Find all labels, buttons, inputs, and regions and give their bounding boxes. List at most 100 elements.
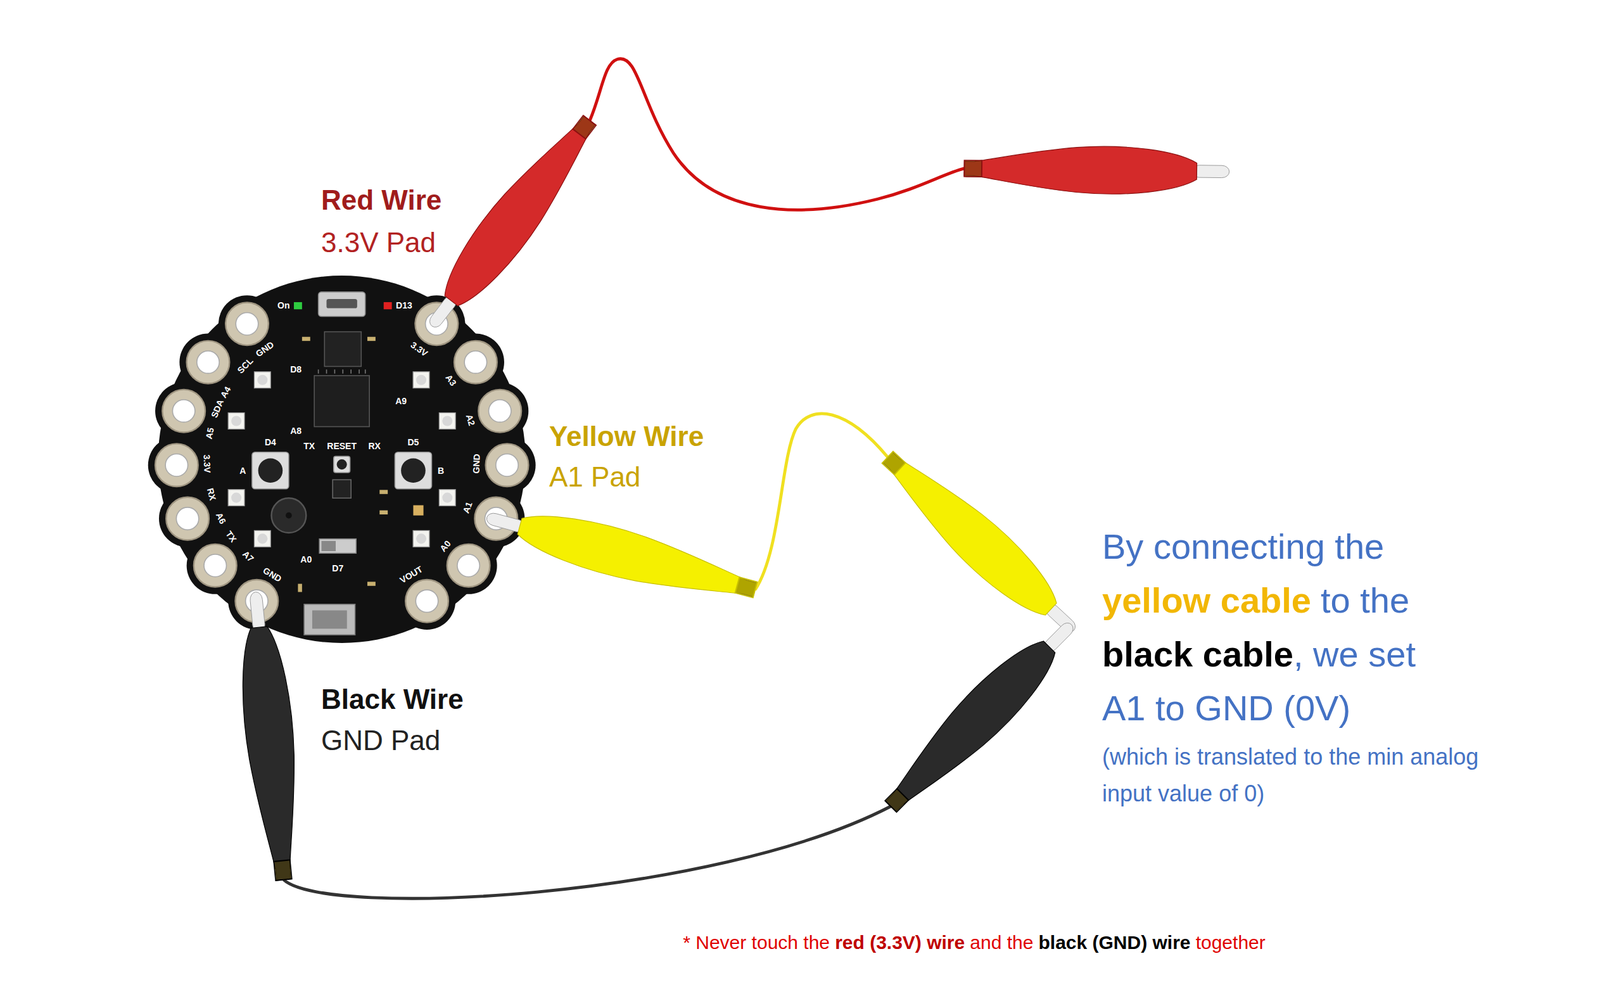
- pin-label-box: A9: [395, 396, 407, 406]
- label-box: 3.3V Pad: [321, 226, 436, 260]
- black-clip: [231, 589, 308, 882]
- pin-label: 3.3V: [409, 340, 430, 358]
- black-clip: [874, 607, 1089, 823]
- pin-label-box: A8: [290, 426, 302, 436]
- pin-label: D13: [395, 300, 413, 310]
- pin-label-box: RX: [368, 441, 381, 451]
- yellow-clip: [871, 439, 1091, 648]
- pin-label: A7: [241, 549, 256, 564]
- pin-label-box: GND: [261, 565, 284, 584]
- pin-label: A9: [395, 396, 407, 406]
- pin-label: D4: [264, 437, 277, 447]
- warning-text: and the: [969, 931, 1034, 954]
- red-clip: [964, 144, 1230, 196]
- pin-label: A5: [203, 426, 215, 440]
- pin-label-box: D8: [290, 364, 302, 374]
- callout-text: By connecting the: [1102, 519, 1385, 574]
- callout-text: A1 to GND (0V): [1102, 680, 1351, 735]
- pin-label: A6: [214, 511, 227, 526]
- callout-line: By connecting the: [1102, 519, 1385, 574]
- label-box: Black Wire: [321, 682, 464, 717]
- pin-label: A1: [461, 500, 474, 515]
- black-wire: [283, 806, 892, 899]
- callout-line: black cable, we set: [1102, 627, 1416, 681]
- pin-label: GND: [253, 339, 276, 358]
- pin-label-box: D13: [395, 300, 413, 310]
- pin-label: SCL: [235, 355, 255, 375]
- pin-label: A2: [464, 412, 477, 427]
- warning-text: together: [1195, 931, 1266, 954]
- callout-text: to the: [1320, 573, 1410, 628]
- pin-label: RESET: [326, 441, 357, 451]
- pin-label-box: A0: [437, 538, 452, 553]
- pin-label: A: [239, 466, 246, 476]
- pad-name: 3.3V Pad: [321, 226, 436, 260]
- pin-label: TX: [224, 529, 239, 545]
- pin-label-box: RX: [205, 487, 218, 502]
- warning-text: red (3.3V) wire: [834, 931, 965, 954]
- callout-text: , we set: [1293, 627, 1416, 681]
- pin-label-box: VOUT: [398, 564, 425, 585]
- pin-label-box: A7: [241, 549, 256, 564]
- wire-name: Yellow Wire: [549, 419, 704, 454]
- pin-label-box: B: [437, 466, 445, 476]
- pin-label-box: GND: [253, 339, 276, 358]
- pin-label-box: D5: [407, 437, 419, 447]
- pin-label: A3: [444, 373, 458, 388]
- pin-label: TX: [303, 441, 315, 451]
- yellow-clip: [480, 494, 762, 614]
- red-clip: [412, 105, 609, 341]
- pin-label: VOUT: [398, 564, 425, 585]
- pin-label: D7: [331, 563, 344, 573]
- pin-label: GND: [471, 454, 482, 475]
- pin-label-box: GND: [471, 454, 482, 475]
- pin-label: D8: [290, 364, 302, 374]
- pin-label: A4: [218, 384, 232, 400]
- pin-label: 3.3V: [202, 454, 213, 474]
- pin-label-box: A4: [218, 384, 232, 400]
- pin-label: B: [437, 466, 445, 476]
- callout-line: A1 to GND (0V): [1102, 680, 1351, 735]
- pin-label-box: A5: [203, 426, 215, 440]
- circuit-board: [148, 275, 536, 643]
- wire-name: Black Wire: [321, 682, 464, 717]
- pin-label: RX: [368, 441, 381, 451]
- callout-text: (which is translated to the min analog i…: [1102, 738, 1508, 813]
- pin-label: A0: [437, 538, 452, 553]
- pin-label-box: 3.3V: [409, 340, 430, 358]
- pad-name: GND Pad: [321, 723, 441, 758]
- warning-note: * Never touch thered (3.3V) wireand theb…: [682, 931, 1266, 954]
- pin-label-box: A3: [444, 373, 458, 388]
- callout-text: yellow cable: [1102, 573, 1312, 628]
- pin-label-box: A0: [300, 554, 312, 564]
- wire-name: Red Wire: [321, 183, 442, 218]
- pad-name: A1 Pad: [549, 460, 641, 495]
- pin-label-box: A: [239, 466, 246, 476]
- callout-line: yellow cableto the: [1102, 573, 1410, 628]
- label-box: A1 Pad: [549, 460, 641, 495]
- pin-label-box: SDA: [209, 398, 225, 420]
- pin-label: On: [277, 300, 290, 310]
- pin-label-box: SCL: [235, 355, 255, 375]
- pin-label-box: RESET: [326, 441, 357, 451]
- pin-label-box: A2: [464, 412, 477, 427]
- pin-label-box: D7: [331, 563, 344, 573]
- callout-note: (which is translated to the min analog i…: [1102, 738, 1508, 813]
- label-box: Yellow Wire: [549, 419, 704, 454]
- pin-label: A8: [290, 426, 302, 436]
- pin-label: D5: [407, 437, 419, 447]
- pin-label: A0: [300, 554, 312, 564]
- pin-label-box: A1: [461, 500, 474, 515]
- pin-label: SDA: [209, 398, 225, 420]
- warning-text: black (GND) wire: [1038, 931, 1191, 954]
- callout-text: black cable: [1102, 627, 1294, 681]
- yellow-wire: [755, 413, 888, 590]
- pin-label-box: A6: [214, 511, 227, 526]
- pin-label: GND: [261, 565, 284, 584]
- pin-label: RX: [205, 487, 218, 502]
- pin-label-box: 3.3V: [202, 454, 213, 474]
- pin-label-box: TX: [303, 441, 315, 451]
- pin-label-box: D4: [264, 437, 277, 447]
